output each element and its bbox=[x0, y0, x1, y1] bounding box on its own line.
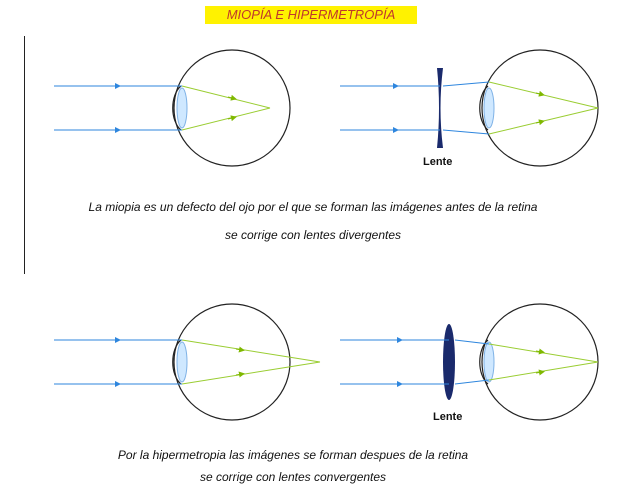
ray-arrow bbox=[535, 348, 545, 355]
converged-ray-top bbox=[454, 339, 490, 345]
eyeball-outline bbox=[173, 49, 291, 167]
ray-arrow bbox=[535, 119, 545, 126]
refracted-ray-bottom bbox=[488, 361, 599, 381]
lens-label: Lente bbox=[433, 411, 462, 423]
cornea bbox=[479, 339, 489, 385]
eye-lens bbox=[483, 341, 495, 383]
diverged-ray-top bbox=[442, 81, 490, 87]
page-title: MIOPÍA E HIPERMETROPÍA bbox=[205, 6, 417, 24]
myopia-caption-line2: se corrige con lentes divergentes bbox=[224, 228, 402, 242]
myopia-eye-corrected: Lente bbox=[340, 49, 599, 168]
eyeball-outline bbox=[173, 303, 291, 421]
eye-lens bbox=[483, 87, 495, 129]
margin-line bbox=[24, 36, 25, 274]
cornea bbox=[172, 85, 182, 131]
hyperopia-eye-corrected: Lente bbox=[340, 303, 599, 423]
cornea bbox=[479, 85, 489, 131]
eyeball-outline bbox=[481, 49, 599, 167]
refracted-ray-bottom bbox=[181, 107, 271, 131]
diverged-ray-bottom bbox=[442, 129, 490, 135]
diverging-lens bbox=[437, 68, 444, 148]
refracted-ray-bottom bbox=[488, 107, 599, 135]
refracted-ray-top bbox=[488, 343, 599, 363]
ray-arrow bbox=[227, 115, 237, 122]
myopia-eye-uncorrected bbox=[54, 49, 291, 167]
refracted-ray-bottom bbox=[181, 361, 321, 385]
hyperopia-caption-line2: se corrige con lentes convergentes bbox=[199, 470, 387, 484]
cornea bbox=[172, 339, 182, 385]
ray-arrow bbox=[535, 90, 545, 97]
myopia-caption-line1: La miopia es un defecto del ojo por el q… bbox=[88, 200, 538, 214]
refracted-ray-top bbox=[181, 85, 271, 109]
lens-label: Lente bbox=[423, 156, 452, 168]
converging-lens bbox=[443, 324, 455, 400]
converged-ray-bottom bbox=[454, 379, 490, 385]
eyeball-outline bbox=[481, 303, 599, 421]
ray-arrow bbox=[235, 346, 245, 353]
refracted-ray-top bbox=[488, 81, 599, 109]
eye-lens bbox=[176, 87, 188, 129]
eye-lens bbox=[176, 341, 188, 383]
ray-arrow bbox=[227, 94, 237, 101]
ray-arrow bbox=[235, 371, 245, 378]
hyperopia-eye-uncorrected bbox=[54, 303, 321, 421]
hyperopia-caption-line1: Por la hipermetropia las imágenes se for… bbox=[117, 448, 469, 462]
ray-arrow bbox=[535, 369, 545, 376]
refracted-ray-top bbox=[181, 339, 321, 363]
